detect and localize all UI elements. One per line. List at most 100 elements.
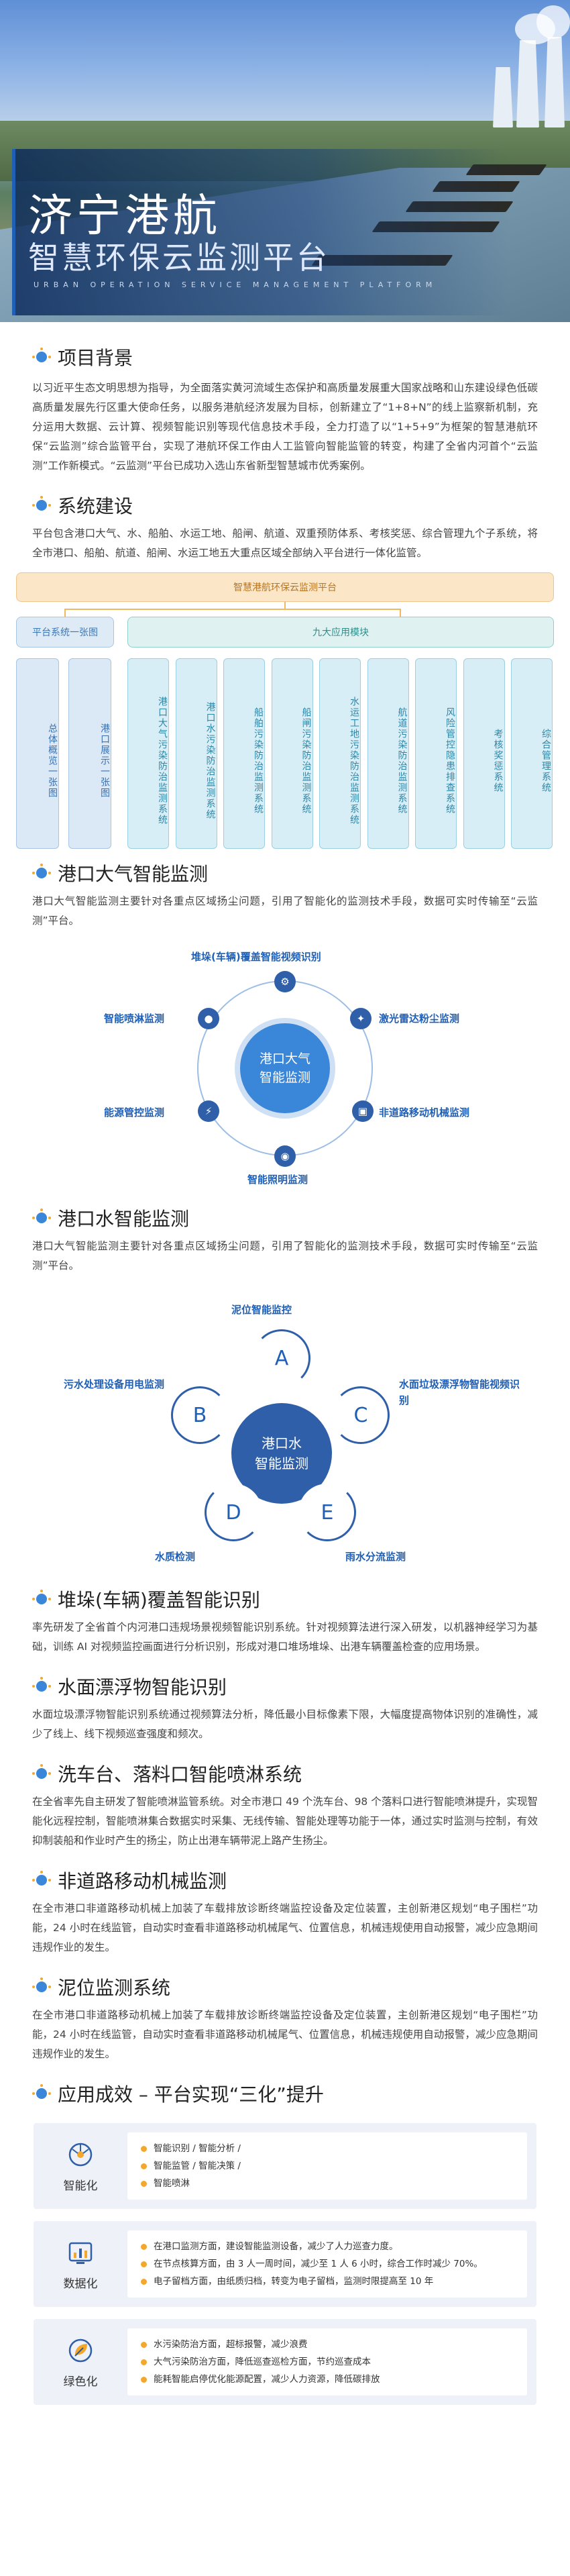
left-group-box: 平台系统一张图 (16, 617, 114, 648)
result-card-name: 智能化 (63, 2179, 98, 2193)
section-text: 平台包含港口大气、水、船舶、水运工地、船闸、航道、双重预防体系、考核奖惩、综合管… (32, 527, 538, 559)
energy-icon: ⚡ (198, 1100, 219, 1122)
result-card: 绿色化 水污染防治方面，超标报警，减少浪费 大气污染防治方面，降低巡查巡检方面，… (34, 2319, 536, 2405)
bulb-icon (32, 1677, 51, 1696)
architecture-column: 水运工地污染防治监测系统 (319, 658, 361, 849)
air-node-label: 堆垛(车辆)覆盖智能视频识别 (191, 951, 321, 963)
section-system: 系统建设 平台包含港口大气、水、船舶、水运工地、船闸、航道、双重预防体系、考核奖… (0, 492, 570, 563)
section-text: 港口大气智能监测主要针对各重点区域扬尘问题，引用了智能化的监测技术手段，数据可实… (32, 1240, 538, 1272)
result-card: 数据化 在港口监测方面，建设智能监测设备，减少了人力巡查力度。 在节点核算方面，… (34, 2221, 536, 2307)
water-node-d: D (205, 1484, 262, 1541)
air-node-label: 激光雷达粉尘监测 (379, 1013, 460, 1025)
bulb-icon (32, 348, 51, 366)
result-card-name: 绿色化 (63, 2375, 98, 2389)
water-node-label: 水质检测 (155, 1551, 196, 1563)
bulb-icon (32, 2084, 51, 2103)
result-line: 在港口监测方面，建设智能监测设备，减少了人力巡查力度。 (141, 2238, 514, 2255)
architecture-column: 综合管理系统 (511, 658, 553, 849)
section-text: 率先研发了全省首个内河港口违规场景视频智能识别系统。针对视频算法进行深入研发，以… (32, 1621, 538, 1653)
page: 济宁港航 智慧环保云监测平台 URBAN OPERATION SERVICE M… (0, 0, 570, 2405)
section-title: 堆垛(车辆)覆盖智能识别 (58, 1589, 260, 1611)
section-text: 在全市港口非道路移动机械上加装了车载排放诊断终端监控设备及定位装置，主创新港区规… (32, 1902, 538, 1953)
bulb-icon (32, 1977, 51, 1996)
lamp-icon: ◉ (274, 1145, 296, 1167)
architecture-column: 风险管控隐患排查系统 (415, 658, 457, 849)
section-title: 水面漂浮物智能识别 (58, 1676, 227, 1698)
data-chart-icon (66, 2238, 95, 2267)
section-title: 泥位监测系统 (58, 1977, 171, 1999)
result-line: 智能识别 / 智能分析 / (141, 2140, 514, 2157)
water-node-c: C (332, 1386, 390, 1444)
air-node-label: 非道路移动机械监测 (379, 1106, 470, 1119)
water-hub: 港口水 智能监测 (231, 1403, 332, 1504)
architecture-column: 船闸污染防治监测系统 (271, 658, 313, 849)
bulb-icon (32, 1764, 51, 1783)
air-diagram: 港口大气 智能监测 ⚙ 堆垛(车辆)覆盖智能视频识别 ✦ 激光雷达粉尘监测 ▣ … (30, 944, 540, 1192)
section-text: 水面垃圾漂浮物智能识别系统通过视频算法分析，降低最小目标像素下限，大幅度提高物体… (32, 1708, 538, 1740)
air-hub: 港口大气 智能监测 (235, 1018, 335, 1119)
brain-icon (66, 2140, 95, 2169)
section-mud: 泥位监测系统 在全市港口非道路移动机械上加装了车载排放诊断终端监控设备及定位装置… (0, 1973, 570, 2064)
section-title: 非道路移动机械监测 (58, 1870, 227, 1892)
satellite-icon: ✦ (350, 1008, 372, 1029)
water-node-a: A (253, 1329, 310, 1387)
result-line: 能耗智能启停优化能源配置，减少人力资源，降低碳排放 (141, 2371, 514, 2388)
section-title: 洗车台、落料口智能喷淋系统 (58, 1763, 302, 1786)
architecture-column: 港口水污染防治监测系统 (175, 658, 217, 849)
right-group-box: 九大应用模块 (127, 617, 554, 648)
section-stack: 堆垛(车辆)覆盖智能识别 率先研发了全省首个内河港口违规场景视频智能识别系统。针… (0, 1586, 570, 1657)
section-title: 应用成效 – 平台实现“三化”提升 (58, 2083, 324, 2106)
water-node-e: E (298, 1484, 356, 1541)
water-node-label: 泥位智能监控 (231, 1304, 292, 1316)
result-line: 大气污染防治方面，降低巡查巡检方面，节约巡查成本 (141, 2353, 514, 2371)
water-diagram: 港口水 智能监测 A 泥位智能监控 C 水面垃圾漂浮物智能视频识别 E 雨水分流… (30, 1282, 540, 1571)
result-card-name: 数据化 (63, 2277, 98, 2291)
architecture-column: 港口展示一张图 (68, 658, 111, 849)
bulb-icon (32, 496, 51, 515)
air-node-label: 智能喷淋监测 (104, 1013, 165, 1025)
hub-line: 智能监测 (259, 1070, 310, 1085)
hub-line: 港口水 (262, 1435, 302, 1451)
section-results: 应用成效 – 平台实现“三化”提升 (0, 2080, 570, 2107)
hero-english-subtitle: URBAN OPERATION SERVICE MANAGEMENT PLATF… (34, 280, 437, 289)
water-node-label: 雨水分流监测 (345, 1551, 406, 1563)
leaf-icon (66, 2336, 95, 2365)
section-water: 港口水智能监测 港口大气智能监测主要针对各重点区域扬尘问题，引用了智能化的监测技… (0, 1204, 570, 1276)
section-machinery: 非道路移动机械监测 在全市港口非道路移动机械上加装了车载排放诊断终端监控设备及定… (0, 1867, 570, 1957)
result-card: 智能化 智能识别 / 智能分析 / 智能监管 / 智能决策 / 智能喷淋 (34, 2123, 536, 2209)
water-node-b: B (171, 1386, 229, 1444)
architecture-column: 考核奖惩系统 (463, 658, 505, 849)
air-node-label: 能源管控监测 (104, 1106, 165, 1119)
air-node-label: 智能照明监测 (247, 1174, 308, 1186)
bulb-icon (32, 1590, 51, 1608)
architecture-column: 港口大气污染防治监测系统 (127, 658, 169, 849)
architecture-diagram: 智慧港航环保云监测平台 平台系统一张图 九大应用模块 总体概览一张图港口展示一张… (13, 572, 557, 854)
hero-title-panel (12, 149, 508, 315)
camera-icon: ⚙ (274, 971, 296, 992)
hero-title: 济宁港航 (28, 190, 221, 242)
result-line: 水污染防治方面，超标报警，减少浪费 (141, 2336, 514, 2353)
section-text: 港口大气智能监测主要针对各重点区域扬尘问题，引用了智能化的监测技术手段，数据可实… (32, 895, 538, 927)
hero-banner: 济宁港航 智慧环保云监测平台 URBAN OPERATION SERVICE M… (0, 0, 570, 322)
bulb-icon (32, 864, 51, 882)
water-node-label: 污水处理设备用电监测 (64, 1378, 165, 1390)
result-line: 智能监管 / 智能决策 / (141, 2157, 514, 2175)
vehicle-icon: ▣ (352, 1100, 374, 1122)
architecture-column: 总体概览一张图 (16, 658, 59, 849)
section-text: 以习近平生态文明思想为指导，为全面落实黄河流域生态保护和高质量发展重大国家战略和… (32, 382, 538, 472)
section-floating: 水面漂浮物智能识别 水面垃圾漂浮物智能识别系统通过视频算法分析，降低最小目标像素… (0, 1673, 570, 1744)
section-text: 在全市港口非道路移动机械上加装了车载排放诊断终端监控设备及定位装置，主创新港区规… (32, 2009, 538, 2060)
section-air: 港口大气智能监测 港口大气智能监测主要针对各重点区域扬尘问题，引用了智能化的监测… (0, 860, 570, 931)
section-title: 系统建设 (58, 495, 133, 517)
platform-box: 智慧港航环保云监测平台 (16, 572, 554, 602)
hero-subtitle: 智慧环保云监测平台 (28, 240, 330, 276)
water-node-label: 水面垃圾漂浮物智能视频识别 (399, 1378, 520, 1406)
result-line: 智能喷淋 (141, 2175, 514, 2192)
spray-icon: ● (198, 1008, 219, 1029)
result-line: 在节点核算方面，由 3 人一周时间，减少至 1 人 6 小时，综合工作时减少 7… (141, 2255, 514, 2273)
architecture-column: 船舶污染防治监测系统 (223, 658, 265, 849)
section-title: 项目背景 (58, 347, 133, 369)
architecture-column: 航道污染防治监测系统 (367, 658, 409, 849)
hub-line: 智能监测 (255, 1455, 308, 1472)
result-line: 电子留档方面，由纸质归档，转变为电子留档，监测时限提高至 10 年 (141, 2273, 514, 2290)
